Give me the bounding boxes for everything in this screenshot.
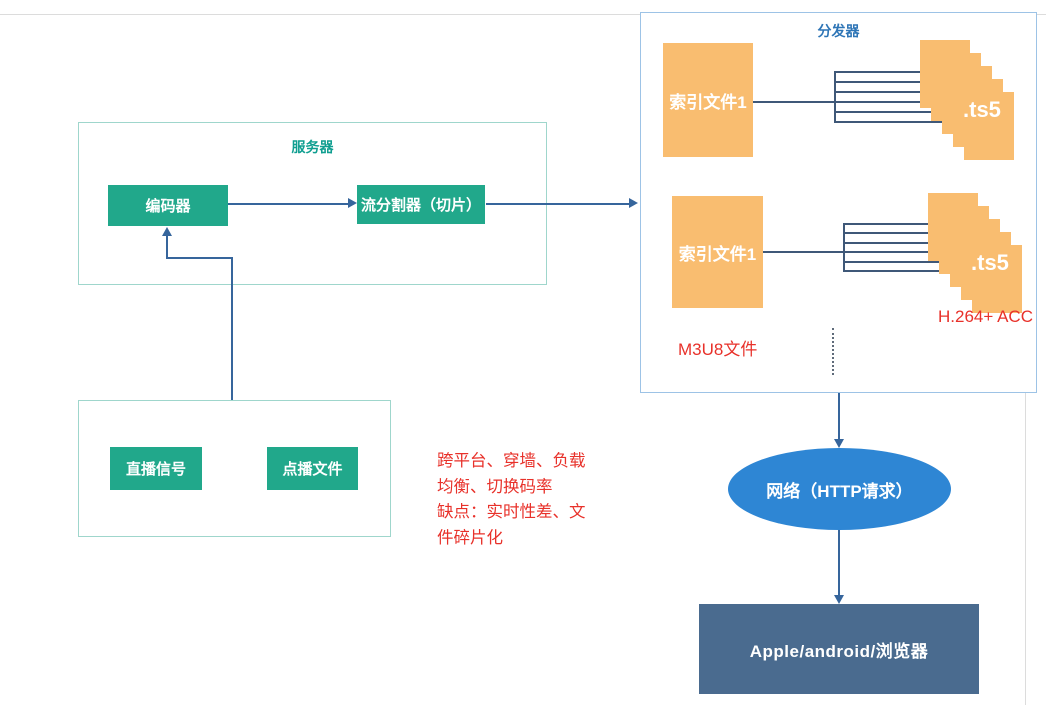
splitter-node: 流分割器（切片） bbox=[357, 185, 485, 224]
distributor-to-network-arrowhead bbox=[834, 439, 844, 448]
encoder-node: 编码器 bbox=[108, 185, 228, 226]
segment-line bbox=[834, 101, 952, 103]
index-file-label: 索引文件1 bbox=[678, 244, 757, 264]
segment-line bbox=[843, 251, 957, 253]
segment-line bbox=[843, 261, 966, 263]
segment-comb-spine bbox=[843, 223, 845, 272]
annotation-line: 跨平台、穿墙、负载 bbox=[437, 452, 586, 470]
source-to-encoder-line-vertical bbox=[231, 257, 233, 400]
encoder-to-splitter-line bbox=[228, 203, 350, 205]
network-to-client-line bbox=[838, 530, 840, 595]
vod-file-node: 点播文件 bbox=[267, 447, 358, 490]
client-label: Apple/android/浏览器 bbox=[749, 641, 929, 661]
index-file-label: 索引文件1 bbox=[669, 92, 747, 112]
splitter-label: 流分割器（切片） bbox=[360, 197, 481, 214]
splitter-to-distributor-line bbox=[486, 203, 630, 205]
annotation-line: 均衡、切换码率 bbox=[437, 477, 553, 496]
encoder-to-splitter-arrowhead bbox=[348, 198, 357, 208]
segment-line bbox=[834, 121, 971, 123]
index-to-segments-connector bbox=[763, 251, 843, 253]
network-node: 网络（HTTP请求） bbox=[728, 448, 951, 530]
source-to-encoder-line-horizontal bbox=[166, 257, 232, 259]
annotation-line: 缺点：实时性差、文 bbox=[437, 503, 586, 521]
network-to-client-arrowhead bbox=[834, 595, 844, 604]
encoder-label: 编码器 bbox=[145, 198, 191, 215]
codec-label: H.264+ ACC bbox=[938, 307, 1033, 326]
segment-line bbox=[843, 232, 938, 234]
segment-line bbox=[834, 91, 943, 93]
segment-line bbox=[843, 270, 975, 272]
segment-line bbox=[843, 242, 948, 244]
segment-line bbox=[843, 223, 929, 225]
distributor-group-title: 分发器 bbox=[817, 23, 860, 39]
index-file-node: 索引文件1 bbox=[672, 196, 763, 308]
client-node: Apple/android/浏览器 bbox=[699, 604, 979, 694]
source-to-encoder-line-up bbox=[166, 235, 168, 258]
network-label: 网络（HTTP请求） bbox=[766, 481, 913, 501]
ts-stack-label: .ts5 bbox=[971, 250, 1009, 275]
server-group-title: 服务器 bbox=[291, 139, 334, 155]
distributor-to-network-line bbox=[838, 393, 840, 439]
ts-stack-label: .ts5 bbox=[963, 97, 1001, 122]
index-file-node: 索引文件1 bbox=[663, 43, 753, 157]
segment-line bbox=[834, 111, 962, 113]
m3u8-label: M3U8文件 bbox=[678, 340, 758, 359]
segment-line bbox=[834, 81, 933, 83]
splitter-to-distributor-arrowhead bbox=[629, 198, 638, 208]
source-to-encoder-arrowhead bbox=[162, 227, 172, 236]
top-divider-line bbox=[0, 14, 1046, 15]
page-edge-line bbox=[1025, 390, 1026, 705]
ts-file-sheet bbox=[964, 92, 1014, 160]
index-to-segments-connector bbox=[753, 101, 835, 103]
live-signal-node: 直播信号 bbox=[110, 447, 202, 490]
segment-comb-spine bbox=[834, 71, 836, 123]
annotation-line: 件碎片化 bbox=[437, 528, 503, 547]
vod-file-label: 点播文件 bbox=[282, 461, 343, 478]
segment-line bbox=[834, 71, 923, 73]
ts-file-sheet bbox=[972, 245, 1022, 313]
annotation-block: 跨平台、穿墙、负载 均衡、切换码率 缺点：实时性差、文 件碎片化 bbox=[437, 449, 586, 551]
continuation-dotted-line bbox=[832, 328, 834, 375]
live-signal-label: 直播信号 bbox=[125, 461, 186, 478]
